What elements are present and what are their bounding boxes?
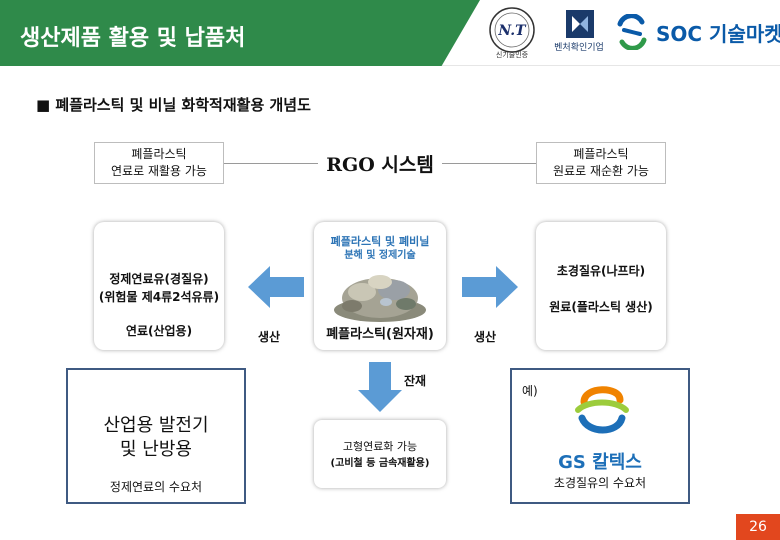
left-connector-line: [224, 163, 318, 164]
naphtha-demand-caption: 초경질유의 수요처: [553, 476, 647, 490]
fuel-recycle-line-1: 폐플라스틱: [131, 147, 187, 161]
industrial-demand-box: 산업용 발전기 및 난방용 정제연료의 수요처: [66, 368, 246, 504]
residue-down-arrow: [358, 362, 402, 412]
page-title: 생산제품 활용 및 납품처: [20, 26, 246, 51]
naphtha-line-2: 원료(플라스틱 생산): [549, 300, 653, 314]
header-green-panel: [0, 0, 480, 66]
waste-plastic-pile-image: [334, 275, 426, 322]
solid-fuel-box: 고형연료화 가능 (고비철 등 금속재활용): [314, 420, 446, 488]
solid-fuel-line-2: (고비철 등 금속재활용): [330, 458, 430, 469]
industrial-demand-line-1: 산업용 발전기: [103, 415, 209, 436]
left-production-label: 생산: [258, 330, 281, 344]
left-production-arrow: [248, 266, 304, 308]
gs-caltex-brand: GS 칼텍스: [558, 452, 642, 473]
rgo-system-title: RGO 시스템: [326, 154, 434, 176]
refined-fuel-line-3: 연료(산업용): [125, 324, 193, 338]
logo-nt-text: N.T: [497, 23, 527, 39]
right-connector-line: [442, 163, 536, 164]
solid-fuel-line-1: 고형연료화 가능: [342, 440, 418, 453]
venture-logo-text: 벤처확인기업: [554, 43, 604, 53]
waste-plastic-caption: 폐플라스틱(원자재): [326, 327, 434, 342]
residue-label: 잔재: [404, 374, 427, 388]
tech-title-line-1: 폐플라스틱 및 폐비닐: [330, 235, 430, 248]
industrial-demand-caption: 정제연료의 수요처: [109, 480, 203, 494]
tech-title-line-2: 분해 및 정제기술: [344, 250, 416, 261]
naphtha-demand-box: 예) GS 칼텍스 초경질유의 수요처: [510, 368, 690, 504]
right-production-label: 생산: [474, 330, 497, 344]
refined-fuel-line-1: 정제연료유(경질유): [109, 272, 209, 286]
raw-material-label: 폐플라스틱 원료로 재순환 가능: [536, 142, 666, 184]
logo-nt-subtext: 신기술인증: [495, 51, 529, 59]
nt-certification-logo: N.T: [489, 7, 535, 53]
page-number-badge: 26: [736, 514, 780, 540]
soc-market-brand: SOC 기술마켓: [656, 22, 780, 46]
waste-plastic-card: 폐플라스틱 및 폐비닐 분해 및 정제기술 폐플라스틱(원자재): [314, 222, 446, 350]
diagram-subtitle: ■ 폐플라스틱 및 비닐 화학적재활용 개념도: [36, 96, 311, 114]
example-label: 예): [522, 384, 538, 398]
soc-market-logo-icon: [617, 14, 647, 50]
industrial-demand-line-2: 및 난방용: [120, 439, 192, 460]
raw-material-line-2: 원료로 재순환 가능: [553, 164, 649, 178]
raw-material-line-1: 폐플라스틱: [573, 147, 629, 161]
naphtha-line-1: 초경질유(나프타): [556, 264, 646, 278]
fuel-recycle-line-2: 연료로 재활용 가능: [111, 164, 207, 178]
refined-fuel-line-2: (위험물 제4류2석유류): [98, 290, 220, 304]
fuel-recycle-label: 폐플라스틱 연료로 재활용 가능: [94, 142, 224, 184]
right-production-arrow: [462, 266, 518, 308]
venture-company-logo: [566, 10, 594, 38]
gs-caltex-logo-icon: [575, 386, 629, 434]
naphtha-card: 초경질유(나프타) 원료(플라스틱 생산): [536, 222, 666, 350]
refined-fuel-card: 정제연료유(경질유) (위험물 제4류2석유류) 연료(산업용): [94, 222, 224, 350]
